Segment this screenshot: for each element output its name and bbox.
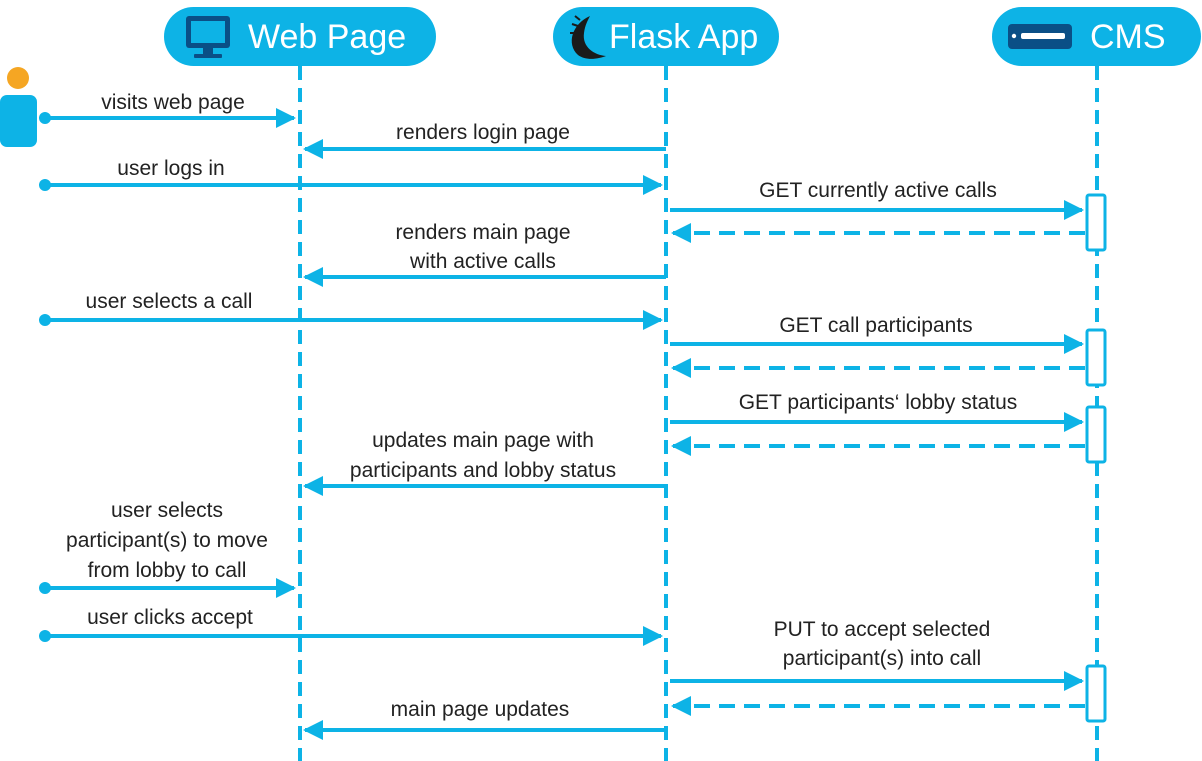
participant-cms: CMS xyxy=(992,7,1201,66)
web-page-label: Web Page xyxy=(248,18,406,56)
activation-active-calls xyxy=(1085,193,1107,252)
lifelines xyxy=(298,66,1099,761)
server-icon xyxy=(1008,24,1072,49)
label-user-selects-participants-1: user selects xyxy=(111,499,223,522)
web-page-pill xyxy=(164,7,436,66)
label-get-active-calls: GET currently active calls xyxy=(759,179,997,202)
user-icon xyxy=(0,67,37,147)
cms-label: CMS xyxy=(1090,18,1166,56)
label-get-call-participants: GET call participants xyxy=(779,314,972,337)
activation-lobby-status xyxy=(1085,405,1107,464)
flask-app-pill xyxy=(553,7,779,66)
label-put-accept-1: PUT to accept selected xyxy=(774,618,991,641)
flask-horn-icon xyxy=(570,15,606,59)
label-user-logs-in: user logs in xyxy=(117,157,224,180)
monitor-icon xyxy=(186,16,230,58)
label-renders-main-page-2: with active calls xyxy=(409,250,556,273)
label-main-page-updates: main page updates xyxy=(391,698,570,721)
label-user-selects-call: user selects a call xyxy=(86,290,253,313)
cms-pill xyxy=(992,7,1201,66)
label-get-lobby-status: GET participants‘ lobby status xyxy=(739,391,1018,414)
activation-boxes xyxy=(1085,193,1107,723)
flask-app-label: Flask App xyxy=(609,18,758,56)
participant-web-page: Web Page xyxy=(164,7,436,66)
label-renders-main-page-1: renders main page xyxy=(395,221,570,244)
label-user-selects-participants-3: from lobby to call xyxy=(88,559,247,582)
label-user-clicks-accept: user clicks accept xyxy=(87,606,253,629)
label-updates-main-page-1: updates main page with xyxy=(372,429,594,452)
activation-call-participants xyxy=(1085,328,1107,387)
label-put-accept-2: participant(s) into call xyxy=(783,647,981,670)
label-renders-login-page: renders login page xyxy=(396,121,570,144)
label-visits-web-page: visits web page xyxy=(101,91,245,114)
label-updates-main-page-2: participants and lobby status xyxy=(350,459,616,482)
message-labels: visits web page renders login page user … xyxy=(66,91,1017,721)
activation-put-accept xyxy=(1085,664,1107,723)
label-user-selects-participants-2: participant(s) to move xyxy=(66,529,268,552)
participant-flask-app: Flask App xyxy=(553,7,779,66)
